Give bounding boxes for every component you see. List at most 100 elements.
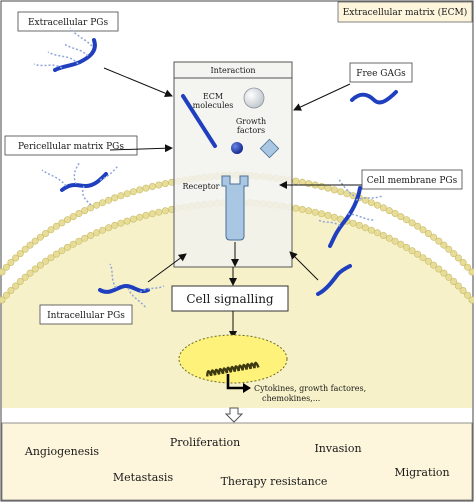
lipid-head-inner: [385, 234, 393, 242]
lipid-head-inner: [81, 234, 89, 242]
lipid-head-inner: [402, 243, 410, 251]
outcome-migration: Migration: [394, 466, 449, 479]
lipid-head-outer: [414, 222, 422, 230]
products-label-1: Cytokines, growth factores,: [254, 384, 366, 393]
lipid-head-inner: [292, 204, 300, 212]
lipid-head-inner: [464, 291, 472, 299]
lipid-head-outer: [31, 237, 39, 245]
lipid-head-inner: [454, 282, 462, 290]
lipid-head-inner: [450, 277, 458, 285]
lipid-head-inner: [105, 224, 113, 232]
lipid-head-outer: [391, 210, 399, 218]
lipid-head-inner: [117, 219, 125, 227]
lipid-head-inner: [93, 229, 101, 237]
extracellular-pg-molecule: [33, 27, 97, 72]
lipid-head-inner: [414, 250, 422, 258]
intracellular-pg-molecule: [98, 263, 165, 309]
lipid-head-inner: [330, 213, 338, 221]
lipid-head-outer: [459, 258, 467, 266]
growth-factor-ball: [231, 142, 243, 154]
lipid-head-inner: [136, 213, 144, 221]
lipid-head-inner: [324, 211, 332, 219]
lipid-head-inner: [148, 210, 156, 218]
lipid-head-outer: [117, 192, 125, 200]
lipid-head-inner: [99, 226, 107, 234]
lipid-head-inner: [349, 219, 357, 227]
lipid-head-outer: [408, 219, 416, 227]
lipid-head-inner: [21, 273, 29, 281]
lipid-head-outer: [129, 188, 137, 196]
pericellular-pgs-label: Pericellular matrix PGs: [18, 142, 124, 152]
lipid-head-outer: [142, 184, 150, 192]
receptor-shape: [221, 175, 249, 241]
interaction-title: Interaction: [210, 66, 255, 75]
lipid-head-inner: [142, 211, 150, 219]
ecm-molecules-label-1: ECM: [203, 92, 223, 101]
dna-strand: [206, 361, 260, 377]
lipid-head-outer: [430, 233, 438, 241]
lipid-head-inner: [16, 277, 24, 285]
outcome-proliferation: Proliferation: [170, 436, 240, 449]
lipid-head-outer: [42, 230, 50, 238]
arrow-pericellular: [109, 144, 173, 153]
lipid-head-inner: [305, 207, 313, 215]
ecm-title-box: [337, 1, 473, 23]
hollow-arrow-down: [224, 407, 244, 423]
lipid-head-outer: [36, 233, 44, 241]
lipid-head-inner: [26, 269, 34, 277]
lipid-head-inner: [75, 237, 83, 245]
lipid-head-outer: [75, 210, 83, 218]
lipid-head-outer: [435, 237, 443, 245]
lipid-head-inner: [47, 254, 55, 262]
lipid-head-inner: [440, 269, 448, 277]
lipid-head-inner: [355, 221, 363, 229]
outcome-panel: [1, 422, 473, 501]
transcription-arrow-head: [243, 383, 251, 393]
lipid-head-inner: [361, 224, 369, 232]
lipid-head-inner: [123, 217, 131, 225]
lipid-head-outer: [373, 201, 381, 209]
lipid-head-inner: [69, 240, 77, 248]
lipid-head-outer: [330, 186, 338, 194]
lipid-head-outer: [468, 268, 474, 276]
growth-factors-label-2: factors: [237, 126, 265, 135]
lipid-head-outer: [93, 201, 101, 209]
lipid-head-inner: [408, 247, 416, 255]
ecm-title: Extracellular matrix (ECM): [343, 7, 468, 18]
growth-factor-diamond: [259, 138, 280, 159]
lipid-head-inner: [430, 261, 438, 269]
lipid-head-outer: [136, 186, 144, 194]
free-gags-box: [349, 62, 413, 83]
lipid-head-inner: [397, 240, 405, 248]
lipid-head-inner: [391, 237, 399, 245]
lipid-head-outer: [47, 226, 55, 234]
lipid-head-inner: [424, 257, 432, 265]
lipid-head-inner: [155, 208, 163, 216]
receptor-label: Receptor: [183, 182, 220, 191]
cell-membrane-pgs-label: Cell membrane PGs: [367, 176, 458, 186]
arrow-intracellular: [147, 253, 187, 283]
lipid-head-inner: [129, 215, 137, 223]
lipid-head-inner: [2, 291, 10, 299]
lipid-head-outer: [454, 254, 462, 262]
extracellular-pgs-box: [17, 11, 119, 32]
arrow-extracellular: [103, 67, 173, 98]
lipid-head-outer: [361, 196, 369, 204]
lipid-head-inner: [311, 208, 319, 216]
cell-signalling-box: [171, 285, 289, 312]
lipid-head-outer: [385, 207, 393, 215]
lipid-head-outer: [7, 258, 15, 266]
lipid-head-inner: [58, 247, 66, 255]
ecm-molecules-label-2: molecules: [193, 101, 234, 110]
lipid-head-outer: [445, 245, 453, 253]
lipid-head-inner: [318, 210, 326, 218]
lipid-head-inner: [379, 232, 387, 240]
lipid-head-outer: [337, 188, 345, 196]
lipid-head-outer: [292, 177, 300, 185]
lipid-head-outer: [464, 263, 472, 271]
lipid-head-outer: [324, 184, 332, 192]
lipid-head-inner: [459, 286, 467, 294]
lipid-head-inner: [468, 296, 474, 304]
lipid-head-outer: [402, 216, 410, 224]
